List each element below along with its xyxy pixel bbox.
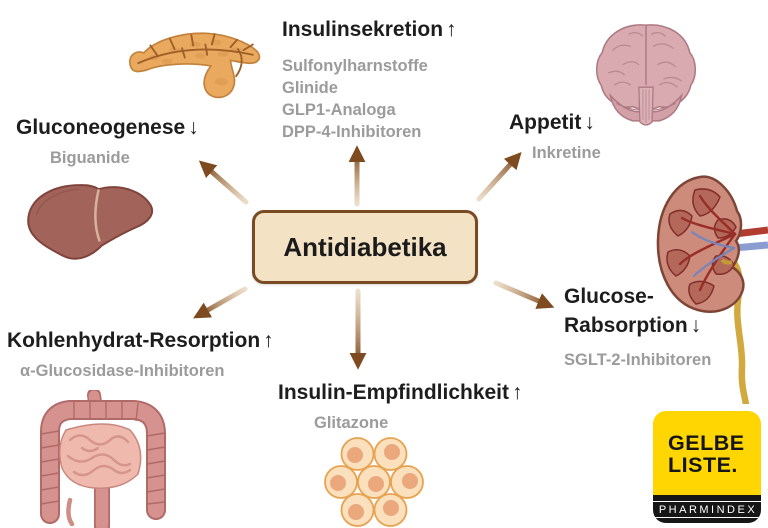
gelbe-liste-wordmark: GELBE LISTE.: [653, 411, 761, 495]
node-kohlenhydrat-resorption: Kohlenhydrat-Resorption↑ α-Glucosidase-I…: [7, 327, 274, 382]
node-insulin-empfindlichkeit: Insulin-Empfindlichkeit↑ Glitazone: [278, 379, 523, 434]
drug-item: Sulfonylharnstoffe: [282, 57, 428, 75]
drug-item: α-Glucosidase-Inhibitoren: [20, 362, 225, 380]
node-insulinsekretion: Insulinsekretion↑ Sulfonylharnstoffe Gli…: [282, 16, 457, 143]
node-title-line2: Rabsorption: [564, 314, 688, 337]
logo-line2: LISTE.: [668, 453, 738, 477]
logo-line1: GELBE: [668, 431, 745, 455]
arrow-to-gluconeogenese: [198, 160, 249, 205]
node-title: Insulin-Empfindlichkeit: [278, 381, 510, 404]
drug-item: GLP1-Analoga: [282, 101, 396, 119]
arrow-to-glucose-rabsorption: [493, 280, 555, 309]
node-appetit: Appetit↓ Inkretine: [509, 109, 601, 164]
node-title: Insulinsekretion: [282, 18, 444, 41]
gelbe-liste-logo: GELBE LISTE. PHARMINDEX: [653, 411, 761, 523]
pancreas-illustration: [129, 32, 261, 99]
node-gluconeogenese: Gluconeogenese↓ Biguanide: [16, 114, 199, 169]
central-concept-label: Antidiabetika: [283, 231, 447, 262]
intestine-illustration: [40, 390, 166, 528]
node-glucose-rabsorption: Glucose- Rabsorption↓ SGLT-2-Inhibitoren: [564, 283, 711, 371]
drug-item: Biguanide: [50, 149, 130, 167]
trend-down-icon: ↓: [188, 116, 199, 139]
node-title: Kohlenhydrat-Resorption: [7, 329, 261, 352]
node-title: Gluconeogenese: [16, 116, 186, 139]
trend-up-icon: ↑: [446, 18, 457, 41]
central-concept-box: Antidiabetika: [252, 210, 478, 284]
drug-item: Glitazone: [314, 414, 389, 432]
kidney-illustration: [656, 175, 768, 404]
liver-illustration: [27, 184, 154, 260]
trend-up-icon: ↑: [512, 381, 523, 404]
brain-illustration: [595, 24, 697, 126]
fat-cells-illustration: [324, 437, 424, 527]
pharmindex-label: PHARMINDEX: [653, 500, 761, 518]
arrow-to-kohlenhydrat-resorption: [193, 286, 248, 319]
node-title: Appetit: [509, 111, 582, 134]
drug-item: SGLT-2-Inhibitoren: [564, 351, 712, 369]
pharmindex-bar: PHARMINDEX: [653, 495, 761, 523]
node-title-line1: Glucose-: [564, 285, 654, 308]
drug-item: Glinide: [282, 79, 338, 97]
drug-item: DPP-4-Inhibitoren: [282, 123, 422, 141]
trend-down-icon: ↓: [584, 111, 595, 134]
trend-up-icon: ↑: [263, 329, 274, 352]
drug-item: Inkretine: [532, 144, 601, 162]
trend-down-icon: ↓: [690, 314, 702, 337]
